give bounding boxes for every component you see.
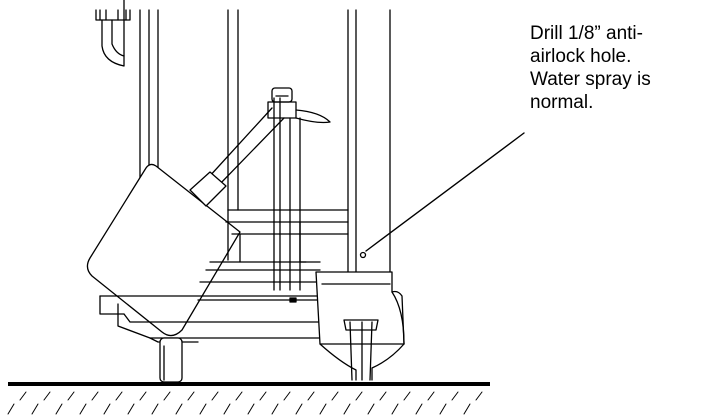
pump-base: [315, 271, 405, 381]
callout-line-3: Water spray is: [530, 69, 651, 90]
float-switch-clamp: [267, 87, 331, 124]
callout-line-4: normal.: [530, 92, 594, 113]
callout-leader-line: [365, 132, 525, 252]
float-switch: [86, 163, 241, 337]
floor-hatching: [7, 391, 483, 415]
anti-airlock-hole: [359, 251, 367, 259]
callout-line-2: airlock hole.: [530, 46, 632, 67]
float-switch-cord: [207, 107, 285, 187]
pump-body: [99, 209, 349, 343]
discharge-pipe-elbow: [95, 0, 131, 67]
anti-airlock-callout-text: Drill 1/8” anti- airlock hole. Water spr…: [530, 22, 700, 114]
pump-feet: [159, 337, 183, 383]
callout-line-1: Drill 1/8” anti-: [530, 23, 643, 44]
